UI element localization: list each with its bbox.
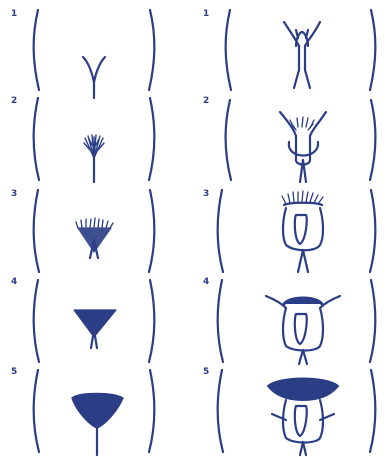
male-stage-4-figure xyxy=(218,280,376,364)
male-stage-2-figure xyxy=(226,100,376,182)
female-stage-3-figure xyxy=(34,190,155,272)
female-stage-4-figure xyxy=(34,280,155,362)
male-stage-1-figure xyxy=(226,10,376,90)
male-stage-3-figure xyxy=(218,190,376,272)
female-stage-2-figure xyxy=(34,98,155,182)
female-stage-1-figure xyxy=(34,10,155,98)
male-stage-5-figure xyxy=(218,370,376,455)
female-stage-5-figure xyxy=(34,370,155,455)
